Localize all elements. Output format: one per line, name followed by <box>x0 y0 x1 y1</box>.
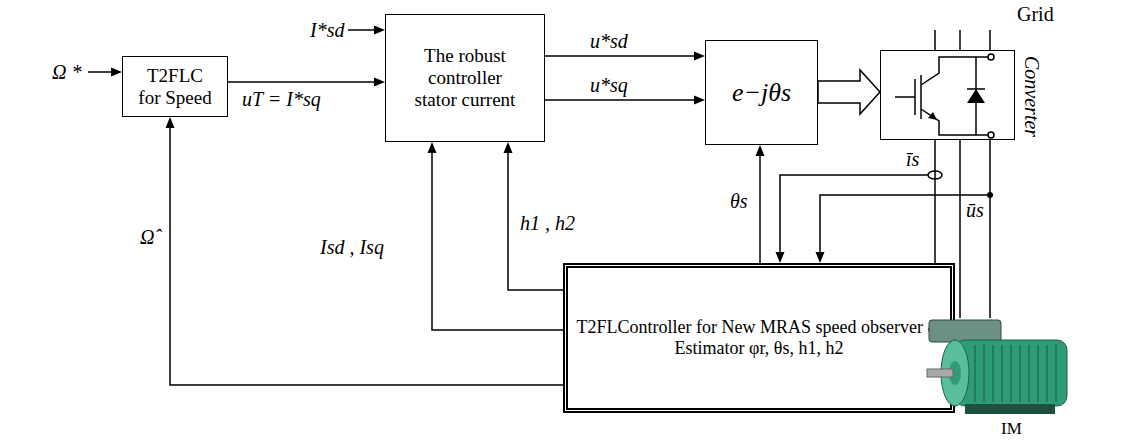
node-text: The robust controller stator current <box>406 45 524 111</box>
signal-line <box>759 155 761 263</box>
signal-connector <box>545 52 705 61</box>
signal-name: ūs <box>964 199 986 221</box>
signal-line <box>545 55 695 57</box>
converter-box: Converter <box>880 50 1015 140</box>
arrow-head <box>504 142 513 153</box>
controller-box: T2FLC for Speed <box>122 56 228 117</box>
arrow-head <box>374 78 385 87</box>
signal-name: Isd , Isq <box>318 236 386 258</box>
signal-name: īs <box>904 148 921 170</box>
estimator-box: T2FLController for New MRAS speed observ… <box>563 263 955 413</box>
signal-name: θs <box>728 190 750 212</box>
arrow-head <box>111 68 122 77</box>
signal-line <box>545 99 695 101</box>
signal-connector <box>818 70 880 114</box>
grid-wire <box>959 30 961 50</box>
grid-wire <box>934 30 936 50</box>
converter-label: Converter <box>1020 56 1043 137</box>
signal-connector <box>428 142 564 330</box>
node-text: e−jθs <box>732 78 791 108</box>
measure-line <box>780 175 928 252</box>
signal-connector <box>166 117 564 385</box>
node-text: T2FLC for Speed <box>135 65 215 109</box>
signal-name: h1 , h2 <box>518 212 577 234</box>
signal-line <box>432 152 563 330</box>
signal-connector <box>228 78 385 87</box>
hollow-arrow <box>818 70 880 114</box>
arrow-head <box>776 252 785 263</box>
signal-line <box>228 81 375 83</box>
input-line <box>88 71 111 73</box>
input-line <box>348 29 374 31</box>
arrow-head <box>374 26 385 35</box>
igbt-symbol <box>881 51 1016 141</box>
measure-line <box>820 195 990 252</box>
arrow-head <box>816 252 825 263</box>
controller-box: The robust controller stator current <box>385 14 545 142</box>
signal-name: Ω * <box>50 61 83 83</box>
arrow-head <box>166 117 175 128</box>
signal-name: u*sq <box>588 74 630 96</box>
motor-drawing <box>925 318 1075 418</box>
signal-line <box>170 127 563 385</box>
transform-box: e−jθs <box>705 40 818 145</box>
grid-label: Grid <box>1015 3 1056 25</box>
arrow-head <box>694 52 705 61</box>
signal-name: Ω̂ <box>138 226 156 248</box>
motor-symbol: IM <box>925 318 1075 418</box>
signal-name: I*sd <box>308 19 346 41</box>
signal-connector <box>756 145 765 263</box>
arrow-head <box>756 145 765 156</box>
signal-name: uT = I*sq <box>240 88 323 110</box>
signal-name: u*sd <box>588 30 630 52</box>
motor-label: IM <box>1001 419 1022 439</box>
grid-wire <box>989 30 991 50</box>
arrow-head <box>694 96 705 105</box>
signal-connector <box>545 96 705 105</box>
arrow-head <box>428 142 437 153</box>
node-text: T2FLController for New MRAS speed observ… <box>572 317 946 358</box>
